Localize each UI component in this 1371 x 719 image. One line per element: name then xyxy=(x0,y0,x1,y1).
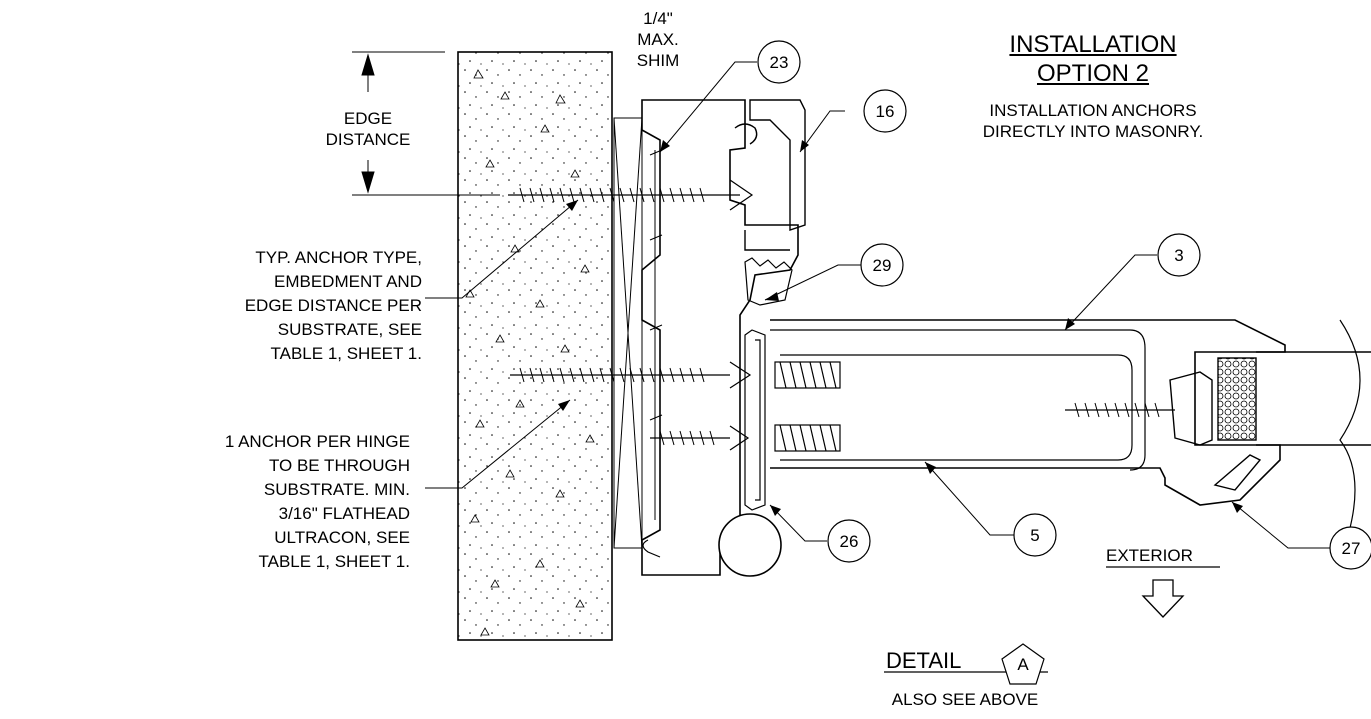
weatherstrip xyxy=(744,257,793,306)
callout-5: 5 xyxy=(1013,513,1057,557)
callout-29: 29 xyxy=(860,243,904,287)
svg-text:23: 23 xyxy=(770,53,789,72)
callout-23: 23 xyxy=(757,40,801,84)
glass-edge xyxy=(1169,319,1371,561)
svg-text:16: 16 xyxy=(876,102,895,121)
detail-marker: A xyxy=(884,643,1048,685)
svg-text:29: 29 xyxy=(873,256,892,275)
installation-subtitle: INSTALLATION ANCHORS DIRECTLY INTO MASON… xyxy=(982,101,1204,141)
frame-profile xyxy=(641,99,799,576)
callout-3: 3 xyxy=(1157,233,1201,277)
leader-arrowheads xyxy=(558,140,1243,516)
exterior-arrow xyxy=(1106,566,1220,618)
hinge-anchor-note: 1 ANCHOR PER HINGE TO BE THROUGH SUBSTRA… xyxy=(224,432,410,571)
roller-bumper xyxy=(718,513,782,577)
callout-26: 26 xyxy=(827,519,871,563)
leader-lines xyxy=(425,61,1330,549)
hinge-leaf xyxy=(734,99,806,251)
detail-note: ALSO SEE ABOVE xyxy=(891,690,1039,709)
installation-title: INSTALLATION OPTION 2 xyxy=(1009,31,1177,87)
detail-title: DETAIL xyxy=(886,648,962,673)
svg-text:27: 27 xyxy=(1342,539,1361,558)
anchor-screws xyxy=(508,179,1175,452)
masonry-substrate xyxy=(457,51,613,641)
svg-text:26: 26 xyxy=(840,532,859,551)
edge-distance-dimension xyxy=(352,51,500,196)
shim-label: 1/4" MAX. SHIM xyxy=(636,9,680,70)
svg-text:A: A xyxy=(1017,655,1029,674)
svg-text:5: 5 xyxy=(1030,526,1039,545)
anchor-type-note: TYP. ANCHOR TYPE, EMBEDMENT AND EDGE DIS… xyxy=(244,248,422,363)
shim xyxy=(613,117,643,549)
edge-distance-label: EDGE DISTANCE xyxy=(325,109,411,149)
exterior-label: EXTERIOR xyxy=(1106,546,1193,565)
svg-text:3: 3 xyxy=(1174,246,1183,265)
panel-frame xyxy=(744,319,1286,511)
callout-27: 27 xyxy=(1329,526,1371,570)
callout-16: 16 xyxy=(863,89,907,133)
